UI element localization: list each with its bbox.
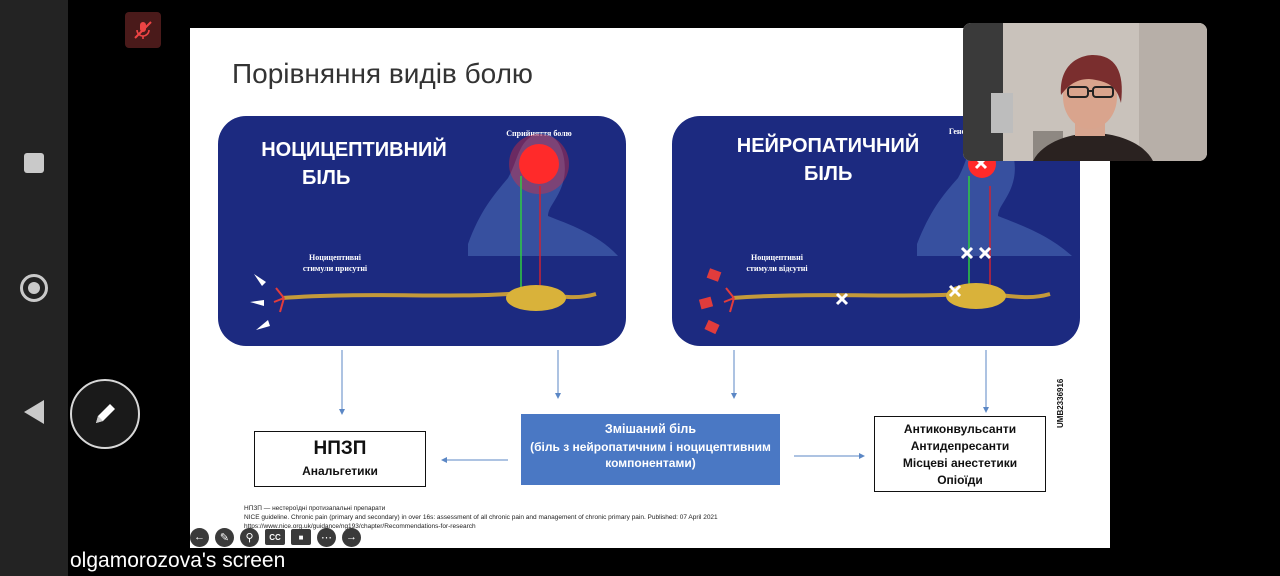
nsaid-subtitle: Анальгетики [302,464,378,478]
nociceptive-title: НОЦИЦЕПТИВНИЙ БІЛЬ [261,139,447,189]
footnote-link: https://www.nice.org.uk/guidance/ng193/c… [244,523,476,530]
nociceptive-pain-panel: НОЦИЦЕПТИВНИЙ БІЛЬ Сприйняття болю Ноциц… [218,116,626,346]
stop-icon [24,153,44,173]
drug-classes-box: Антиконвульсанти Антидепресанти Місцеві … [874,416,1046,492]
more-options-button[interactable]: ⋯ [317,527,336,547]
ellipsis-icon: ⋯ [321,531,332,544]
screen-share-caption: olgamorozova's screen [70,549,286,572]
arrow-right-icon: → [346,531,357,543]
muted-microphone-icon [134,21,152,39]
nsaid-box: НПЗП Анальгетики [254,431,426,487]
drug-class-item: Місцеві анестетики [902,456,1018,470]
footnote-abbrev: НПЗП — нестероїдні протизапальні препара… [244,505,386,512]
pencil-icon [96,404,115,423]
mixed-pain-line3: компонентами) [605,456,696,470]
stimuli-present-label: Ноцицептивні стимули присутні [302,253,368,273]
camera-button[interactable]: ■ [291,529,311,545]
mixed-pain-box: Змішаний біль (біль з нейропатичним і но… [521,414,780,485]
nociceptive-pathway-illustration [250,133,618,330]
annotate-pen-button[interactable] [70,379,140,449]
back-triangle-icon [24,400,44,424]
neuropathic-title: НЕЙРОПАТИЧНИЙ БІЛЬ [736,135,920,185]
footnote-reference: NICE guideline. Chronic pain (primary an… [244,514,718,521]
pen-tool-button[interactable]: ✎ [215,527,234,547]
video-camera-icon: ■ [298,532,304,542]
nsaid-title: НПЗП [313,438,367,459]
pencil-icon: ✎ [219,531,230,544]
navigation-bar [0,0,68,576]
mute-microphone-button[interactable] [125,12,161,48]
slide-toolbar: ← ✎ ⚲ CC ■ ⋯ → [190,526,361,548]
drug-class-item: Антиконвульсанти [903,422,1017,436]
drug-class-item: Опіоїди [937,473,983,487]
slide-title: Порівняння видів болю [232,58,533,89]
document-code: UMB2336916 [1056,378,1065,428]
previous-slide-button[interactable]: ← [190,527,209,547]
stop-button[interactable] [14,143,54,183]
zoom-button[interactable]: ⚲ [240,527,259,547]
stimuli-absent-label: Ноцицептивні стимули відсутні [746,253,808,273]
home-circle-icon [20,274,48,302]
cc-icon: CC [269,532,281,542]
magnifier-icon: ⚲ [245,531,254,544]
captions-button[interactable]: CC [265,529,285,545]
mixed-pain-title: Змішаний біль [604,422,697,436]
neuropathic-pain-panel: НЕЙРОПАТИЧНИЙ БІЛЬ Гене Ноцицептивні сти… [672,116,1080,346]
back-button[interactable] [14,392,54,432]
partial-label: Гене [948,127,966,136]
presenter-webcam[interactable] [963,23,1207,161]
footnotes: НПЗП — нестероїдні протизапальні препара… [244,504,718,531]
shared-slide: Порівняння видів болю НОЦИЦЕПТИВНИЙ БІЛЬ… [190,28,1110,548]
next-slide-button[interactable]: → [342,527,361,547]
home-button[interactable] [14,268,54,308]
presenter-video-image [963,23,1207,161]
mixed-pain-line2: (біль з нейропатичним і ноцицептивним [530,440,771,454]
drug-class-item: Антидепресанти [910,439,1010,453]
arrow-left-icon: ← [194,531,205,543]
